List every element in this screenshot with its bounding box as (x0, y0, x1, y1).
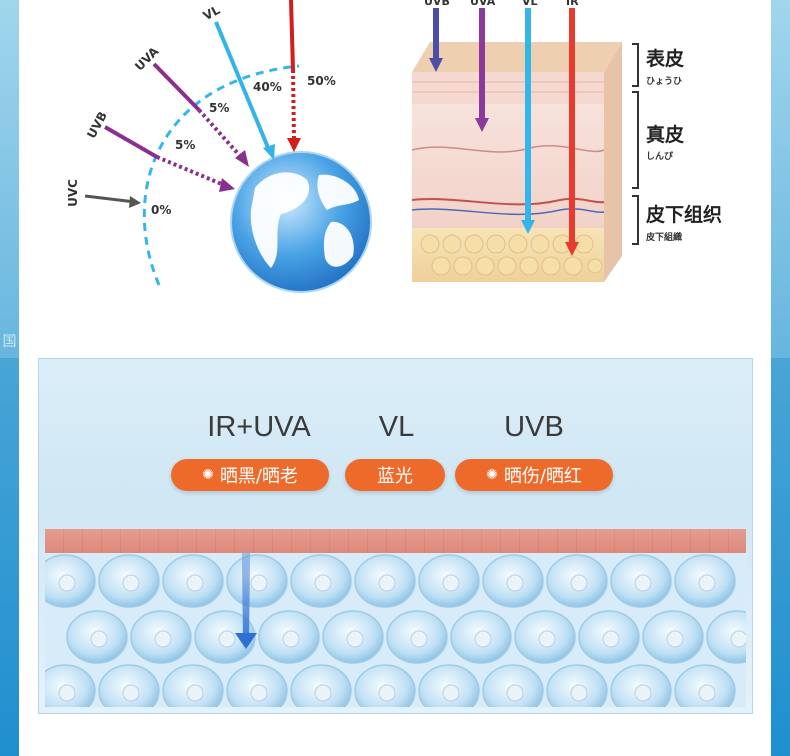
cell-nucleus (443, 685, 459, 701)
cell-nucleus (507, 575, 523, 591)
right-border-strip (771, 0, 790, 756)
skin-ray-label-vl: VL (522, 0, 538, 8)
left-edge-glyph: 国 (0, 330, 19, 354)
effect-pill-blue-light-label: 蓝光 (377, 462, 413, 488)
layer-epidermis-label: 表皮 (646, 44, 684, 71)
skin-cells-art (45, 553, 746, 707)
ray-label-uvc: UVC (66, 179, 80, 207)
effect-pill-sunburn-label: 晒伤/晒红 (504, 462, 582, 488)
cell-nucleus (91, 631, 107, 647)
cell-nucleus (443, 575, 459, 591)
effect-pill-tanning-aging-label: 晒黑/晒老 (220, 462, 298, 488)
cell-nucleus (411, 631, 427, 647)
cell-nucleus (571, 575, 587, 591)
cell-nucleus (475, 631, 491, 647)
percent-uva: 5% (209, 101, 229, 115)
cell-nucleus (603, 631, 619, 647)
cell-nucleus (379, 685, 395, 701)
cell-nucleus (731, 631, 746, 647)
light-penetration-panel: IR+UVA VL UVB ✺ 晒黑/晒老 蓝光 ✺ 晒伤/晒红 (38, 358, 753, 714)
cell-nucleus (251, 575, 267, 591)
sun-icon: ✺ (202, 467, 214, 483)
globe-diagram: UVC UVB UVA VL 0% 5% 5% 40% 50% (19, 0, 399, 330)
cell-nucleus (123, 575, 139, 591)
cell-nucleus (155, 631, 171, 647)
earth-globe-icon (231, 152, 371, 292)
cell-nucleus (667, 631, 683, 647)
cell-nucleus (539, 631, 555, 647)
cell-nucleus (635, 685, 651, 701)
cell-nucleus (187, 575, 203, 591)
column-title-ir-uva: IR+UVA (189, 411, 329, 444)
column-title-uvb: UVB (479, 411, 589, 444)
skin-ray-label-uva: UVA (470, 0, 495, 8)
percent-uvc: 0% (151, 203, 171, 217)
percent-vl: 40% (253, 80, 282, 94)
cell-nucleus (59, 575, 75, 591)
layer-dermis-reading: しんぴ (646, 149, 673, 162)
globe-diagram-art (19, 0, 399, 330)
cell-nucleus (187, 685, 203, 701)
percent-ir: 50% (307, 74, 336, 88)
skin-surface-band (45, 529, 746, 553)
cell-nucleus (571, 685, 587, 701)
skin-layer-diagram: UVB UVA VL IR 表皮 ひょうひ 真皮 しんぴ 皮下组织 皮下組織 (400, 0, 770, 300)
cell-nucleus (283, 631, 299, 647)
percent-uvb: 5% (175, 138, 195, 152)
layer-subcutis-label: 皮下组织 (646, 200, 722, 227)
layer-epidermis-reading: ひょうひ (646, 74, 682, 87)
skin-ray-label-uvb: UVB (424, 0, 450, 8)
cell-nucleus (699, 685, 715, 701)
cell-nucleus (507, 685, 523, 701)
cell-nucleus (635, 575, 651, 591)
effect-pill-sunburn: ✺ 晒伤/晒红 (455, 459, 613, 491)
cell-nucleus (315, 685, 331, 701)
cell-nucleus (219, 631, 235, 647)
cell-nucleus (315, 575, 331, 591)
cell-nucleus (699, 575, 715, 591)
effect-pill-tanning-aging: ✺ 晒黑/晒老 (171, 459, 329, 491)
layer-dermis-label: 真皮 (646, 120, 684, 147)
sun-icon: ✺ (486, 467, 498, 483)
cell-nucleus (347, 631, 363, 647)
cell-nucleus (59, 685, 75, 701)
left-border-strip (0, 0, 19, 756)
column-title-vl: VL (359, 411, 434, 444)
layer-subcutis-reading: 皮下組織 (646, 230, 682, 243)
cell-nucleus (379, 575, 395, 591)
skin-cross-section-art (400, 0, 770, 300)
cell-nucleus (123, 685, 139, 701)
effect-pill-blue-light: 蓝光 (345, 459, 445, 491)
skin-ray-label-ir: IR (566, 0, 579, 8)
cell-nucleus (251, 685, 267, 701)
